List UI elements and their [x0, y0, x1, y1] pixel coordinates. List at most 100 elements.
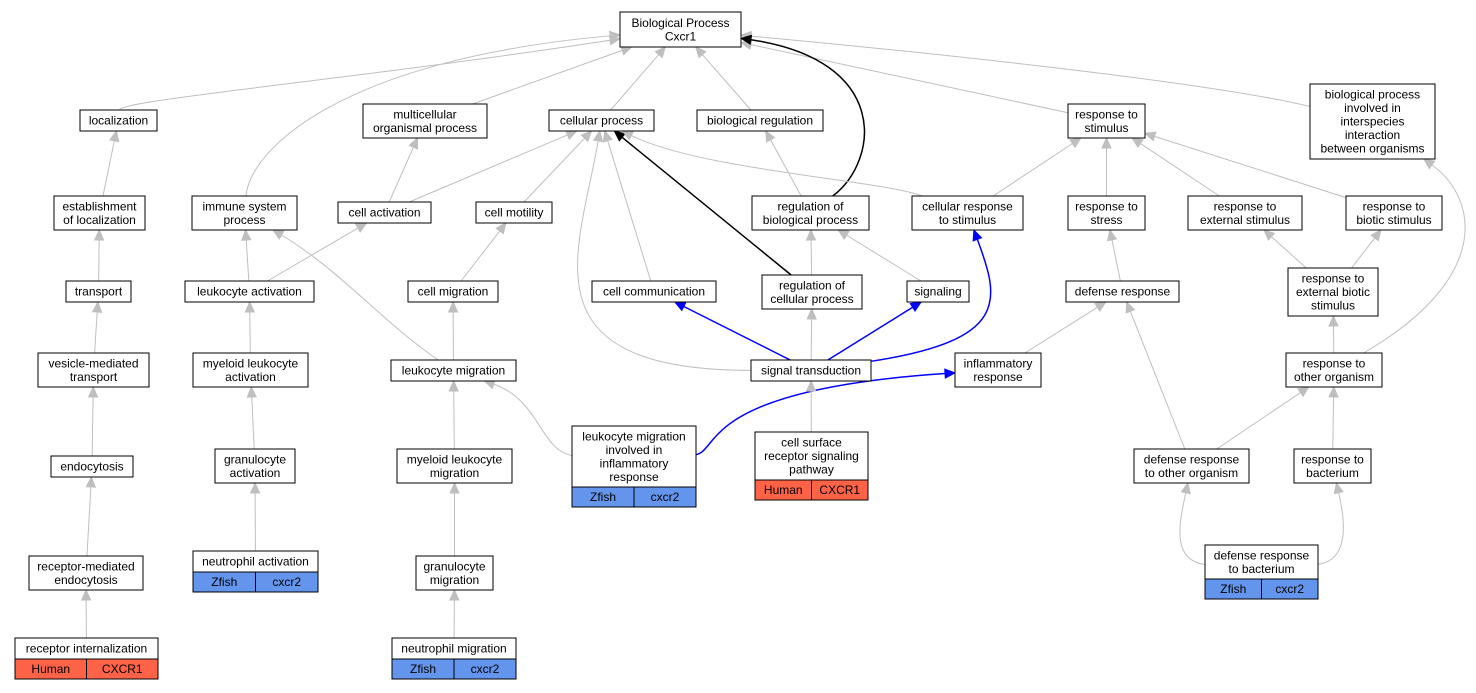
gene-label: CXCR1: [819, 483, 860, 497]
arrowhead: [271, 229, 285, 240]
edge-cell_migration-to-cell_motility: [460, 222, 507, 282]
node-cell-migration[interactable]: cell migration: [407, 280, 499, 303]
node-label-line: response to: [1075, 199, 1138, 213]
arrowhead: [1125, 300, 1136, 314]
arrowhead: [592, 129, 604, 143]
node-label-line: cell surface: [781, 436, 842, 450]
node-label-line: cellular process: [770, 292, 853, 306]
species-label: Zfish: [1220, 582, 1246, 596]
edge-signal_transduction-to-cellular_process: [577, 129, 752, 371]
arrowhead: [739, 34, 753, 46]
node-cell-motility[interactable]: cell motility: [475, 201, 553, 224]
arrowhead: [1131, 137, 1144, 149]
node-label-line: response to: [1302, 272, 1365, 286]
node-transport[interactable]: transport: [65, 280, 132, 303]
edge-leukocyte_activation-to-immune_system_process: [240, 228, 252, 282]
node-label-line: biotic stimulus: [1356, 213, 1431, 227]
node-label-line: migration: [430, 466, 479, 480]
gene-label: cxcr2: [1275, 582, 1304, 596]
node-signal-transduction[interactable]: signal transduction: [750, 359, 872, 382]
edge-cell_communication-to-cellular_process: [602, 129, 652, 282]
edge-receptor_internalization-to-receptor_mediated_endocytosis: [80, 588, 92, 639]
gene-label: CXCR1: [102, 662, 143, 676]
gene-label: cxcr2: [471, 662, 500, 676]
node-localization[interactable]: localization: [79, 109, 158, 132]
edge-signal_transduction-to-cellular_response_to_stimulus: [870, 228, 992, 363]
node-label-line: myeloid leukocyte: [407, 452, 503, 466]
node-leukocyte-activation[interactable]: leukocyte activation: [184, 280, 315, 303]
node-label-line: endocytosis: [54, 573, 117, 587]
node-label-line: involved in: [1344, 101, 1401, 115]
node-label-line: endocytosis: [60, 460, 123, 474]
node-label-line: signaling: [914, 285, 961, 299]
node-label-line: pathway: [789, 463, 834, 477]
node-label-line: cellular response: [922, 199, 1013, 213]
node-label-line: organismal process: [373, 121, 477, 135]
node-cell-communication[interactable]: cell communication: [591, 280, 717, 303]
arrowhead: [765, 129, 776, 143]
node-signaling[interactable]: signaling: [906, 280, 970, 303]
node-cellular-process[interactable]: cellular process: [548, 109, 655, 132]
gene-cell: [86, 658, 159, 680]
node-label-line: leukocyte activation: [197, 285, 302, 299]
edge-leukocyte_activation-to-cell_activation: [267, 222, 368, 282]
node-label-line: neutrophil migration: [401, 642, 506, 656]
edge-signal_transduction-to-signaling: [827, 301, 923, 361]
node-defense-response[interactable]: defense response: [1065, 280, 1180, 303]
gene-cell: [633, 486, 697, 508]
node-label-line: inflammatory: [964, 356, 1033, 370]
edge-neutrophil_activation-to-granulocyte_activation: [249, 481, 261, 552]
node-label-line: biological process: [763, 213, 858, 227]
arrowhead: [805, 228, 817, 241]
node-endocytosis[interactable]: endocytosis: [50, 455, 134, 478]
arrowhead: [447, 300, 459, 313]
node-label-line: cellular process: [560, 114, 643, 128]
node-label-line: external biotic: [1296, 285, 1370, 299]
node-leukocyte-migration[interactable]: leukocyte migration: [390, 359, 517, 382]
edge-regulation_of_cellular_process-to-cellular_process: [613, 130, 792, 276]
arrowhead: [449, 588, 460, 601]
node-label-line: bacterium: [1306, 466, 1359, 480]
edge-leukocyte_migration_inflammatory-to-inflammatory_response: [695, 368, 957, 456]
node-label-line: Cxcr1: [665, 29, 697, 43]
node-label-line: defense response: [1144, 452, 1240, 466]
edge-cell_activation-to-cellular_process: [409, 130, 578, 203]
node-biological-regulation[interactable]: biological regulation: [696, 109, 824, 132]
node-label-line: response to: [1075, 107, 1138, 121]
node-label-line: response to: [1214, 199, 1277, 213]
edge-defense_response_to_other_organism-to-response_to_other_organism: [1216, 386, 1310, 450]
species-label: Zfish: [410, 662, 436, 676]
edge-response_to_external_biotic_stimulus-to-response_to_external_stimulus: [1263, 229, 1307, 269]
edge-multicellular_organismal_process-to-bp_root: [472, 45, 633, 105]
node-cell-activation[interactable]: cell activation: [337, 201, 432, 224]
